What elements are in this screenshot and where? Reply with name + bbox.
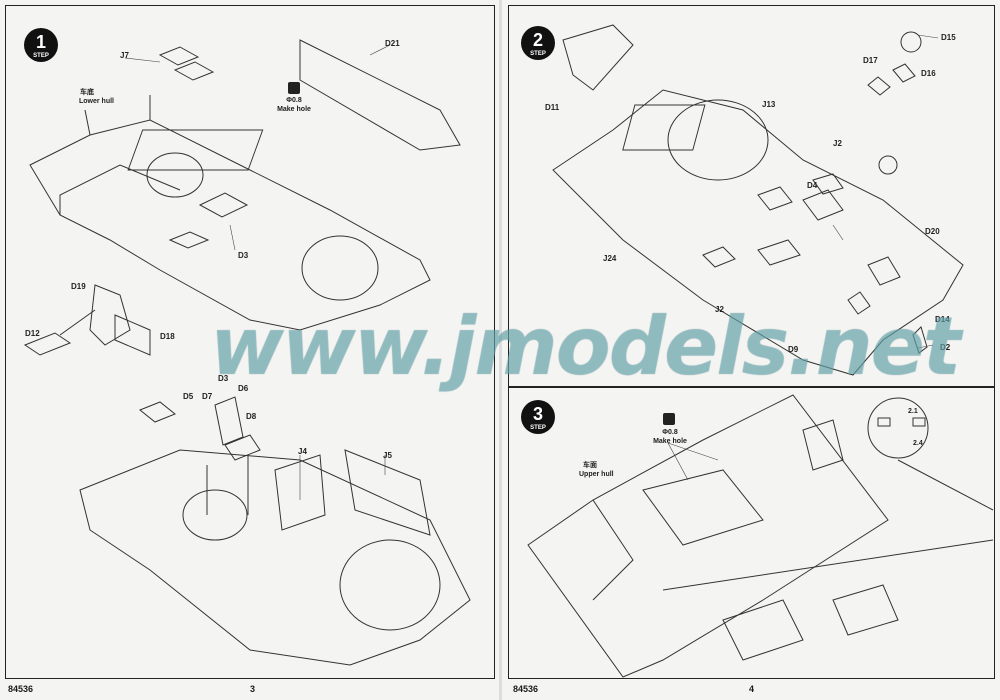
page-number: 3 — [250, 684, 256, 694]
part-label-j2: J2 — [833, 139, 842, 148]
lower-hull-label-cn: 车底 — [80, 89, 94, 96]
part-label-j13: J13 — [762, 100, 776, 109]
part-label-j7: J7 — [120, 51, 129, 60]
part-label-d2: D2 — [940, 343, 951, 352]
part-label-d8: D8 — [246, 412, 257, 421]
part-label-d3: D3 — [238, 251, 249, 260]
page-number-right: 4 — [749, 684, 755, 694]
part-label-d16: D16 — [921, 69, 936, 78]
upper-hull-label-en: Upper hull — [579, 471, 614, 478]
part-label-d7: D7 — [202, 392, 213, 401]
step-3-badge: 3 STEP — [521, 400, 555, 434]
step-2-frame — [508, 5, 995, 387]
lower-hull-label-en: Lower hull — [79, 98, 114, 105]
part-label-d5: D5 — [183, 392, 194, 401]
part-label-j4: J4 — [298, 447, 307, 456]
part-label-d20: D20 — [925, 227, 940, 236]
part-label-d18: D18 — [160, 332, 175, 341]
watermark: www.jmodels.net — [210, 300, 961, 393]
part-label-d12: D12 — [25, 329, 40, 338]
footer-code: 84536 — [8, 684, 34, 694]
step-2-badge: 2 STEP — [521, 26, 555, 60]
part-label-j24: J24 — [603, 254, 617, 263]
instruction-page-3: 1 STEP — [5, 5, 495, 694]
part-label-d21: D21 — [385, 39, 400, 48]
part-label-d17: D17 — [863, 56, 878, 65]
dimension-2-4: 2.4 — [913, 440, 923, 447]
step-1-badge: 1 STEP — [24, 28, 58, 62]
part-label-d4: D4 — [807, 181, 818, 190]
part-label-d6: D6 — [238, 384, 249, 393]
part-label-d15: D15 — [941, 33, 956, 42]
part-label-d9: D9 — [788, 345, 799, 354]
dimension-2-1: 2.1 — [908, 408, 918, 415]
part-label-d3-b: D3 — [218, 374, 229, 383]
footer-code-right: 84536 — [513, 684, 539, 694]
part-label-j2-b: J2 — [715, 305, 724, 314]
step-3-frame — [508, 387, 995, 679]
part-label-j5: J5 — [383, 451, 392, 460]
step-1-assembly-drawing — [23, 39, 471, 666]
part-label-d14: D14 — [935, 315, 950, 324]
drill-icon-step3 — [663, 413, 675, 425]
instruction-page-4: 2 STEP 3 STEP — [503, 0, 1000, 700]
upper-hull-label-cn: 车面 — [583, 462, 597, 469]
drill-icon — [288, 82, 300, 94]
page-gutter — [499, 0, 502, 700]
part-label-d19: D19 — [71, 282, 86, 291]
make-hole-note-step3: Φ0.8 Make hole — [653, 429, 687, 445]
step-2-3-assembly-drawing — [527, 24, 994, 678]
part-label-d11: D11 — [545, 103, 560, 112]
page-3-frame — [5, 5, 495, 679]
make-hole-note: Φ0.8 Make hole — [277, 97, 311, 113]
